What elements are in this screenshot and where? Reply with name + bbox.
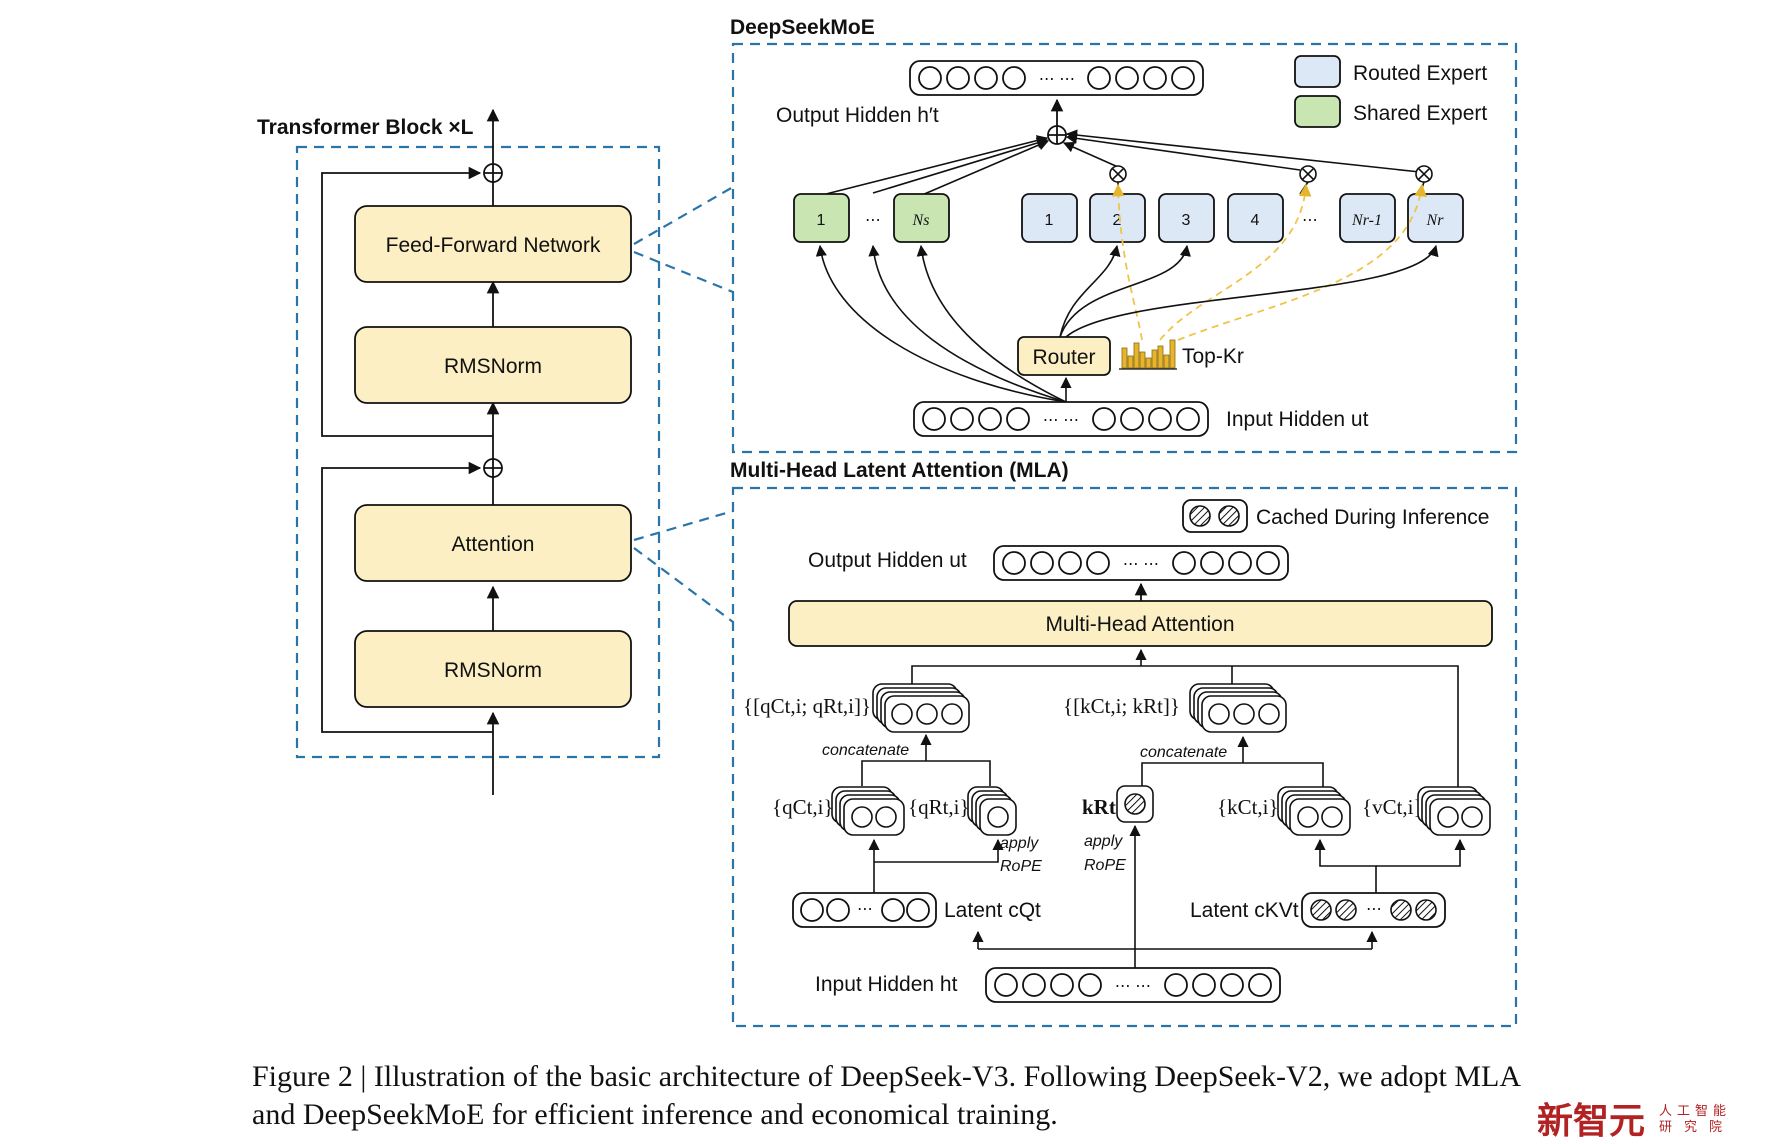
q-rope-label: RoPE [1000,858,1042,875]
ffn-block [354,205,632,283]
attention-label: Attention [452,533,535,556]
rmsnorm-bottom-label: RMSNorm [444,659,542,682]
mla-output-ellipsis: ⋯ ⋯ [1123,556,1159,573]
routed-expert-nr-1-label: Nr-1 [1351,212,1382,229]
router-block [1017,336,1111,376]
rmsnorm-top-block [354,326,632,404]
transformer-block-title: Transformer Block ×L [257,116,474,139]
routed-expert-1 [1021,193,1078,243]
routed-expert-ellipsis: ⋯ [1302,212,1318,229]
moe-input-ellipsis: ⋯ ⋯ [1043,412,1079,429]
mha-block [788,600,1493,647]
k-apply-label: apply [1084,833,1123,850]
watermark-logo: 新智元 人工智能 研究院 [1535,1098,1765,1142]
mla-dashed-border [731,486,1518,1028]
legend-shared-swatch [1294,95,1341,128]
rmsnorm-bottom-block [354,630,632,708]
legend-routed-label: Routed Expert [1353,62,1487,85]
routed-expert-4 [1227,193,1284,243]
svg-text:⋯: ⋯ [1366,901,1382,918]
q-apply-label: apply [1000,835,1039,852]
q-c-label: {qCt,i} [772,795,834,819]
routed-expert-2-label: 2 [1113,212,1122,229]
q-concatenate-label: concatenate [822,742,909,759]
moe-output-hidden-label: Output Hidden h′t [776,104,939,127]
routed-expert-nr-label: Nr [1426,212,1445,229]
ffn-label: Feed-Forward Network [386,234,601,257]
watermark-line1: 人工智能 [1659,1104,1732,1119]
cached-legend-label: Cached During Inference [1256,506,1489,529]
shared-expert-ns [893,193,950,243]
moe-input-hidden-label: Input Hidden ut [1226,408,1369,431]
moe-dashed-border [731,42,1518,454]
routed-expert-nr [1407,193,1464,243]
svg-text:⋯: ⋯ [857,901,873,918]
routed-expert-1-label: 1 [1045,212,1054,229]
q-r-label: {qRt,i} [908,795,970,819]
attention-block [354,504,632,582]
transformer-dashed-border [295,145,661,759]
topk-label: Top-Kr [1182,345,1244,368]
k-c-label: {kCt,i} [1217,795,1279,819]
k-r-label: kRt [1082,795,1116,819]
mla-input-hidden-label: Input Hidden ht [815,973,958,996]
mla-output-hidden-label: Output Hidden ut [808,549,967,572]
k-rope-label: RoPE [1084,857,1126,874]
routed-expert-3 [1158,193,1215,243]
topk-histogram-icon [1121,339,1176,369]
watermark-line2: 研究院 [1659,1120,1735,1135]
deepseekmoe-panel: DeepSeekMoE ⋯ ⋯ Output Hidden h′t Routed… [730,16,1518,454]
legend-routed-swatch [1294,55,1341,88]
mla-title: Multi-Head Latent Attention (MLA) [730,459,1069,482]
latent-kv-vector [1301,892,1446,928]
router-label: Router [1032,346,1095,369]
mla-input-ellipsis: ⋯ ⋯ [1115,978,1151,995]
routed-expert-nr-1 [1339,193,1396,243]
shared-expert-ns-label: Ns [912,212,930,229]
k-concatenate-label: concatenate [1140,744,1227,761]
shared-expert-1-label: 1 [817,212,826,229]
latent-kv-label: Latent cKVt [1190,899,1299,922]
v-c-label: {vCt,i} [1362,795,1424,819]
transformer-block: Transformer Block ×L Feed-Forward Networ… [257,108,734,795]
legend-shared-label: Shared Expert [1353,102,1487,125]
latent-q-label: Latent cQt [944,899,1041,922]
figure-caption: Figure 2 | Illustration of the basic arc… [252,1060,1520,1131]
routed-expert-4-label: 4 [1251,212,1260,229]
watermark-main: 新智元 [1537,1100,1646,1142]
q-concat-label: {[qCt,i; qRt,i]} [743,694,871,718]
mla-panel: Multi-Head Latent Attention (MLA) Cached… [730,459,1518,1028]
shared-expert-ellipsis: ⋯ [865,212,881,229]
mha-label: Multi-Head Attention [1045,613,1234,636]
rmsnorm-top-label: RMSNorm [444,355,542,378]
shared-expert-1 [793,193,850,243]
routed-expert-3-label: 3 [1182,212,1191,229]
moe-title: DeepSeekMoE [730,16,875,39]
moe-output-ellipsis: ⋯ ⋯ [1039,71,1075,88]
k-concat-label: {[kCt,i; kRt]} [1063,694,1180,718]
